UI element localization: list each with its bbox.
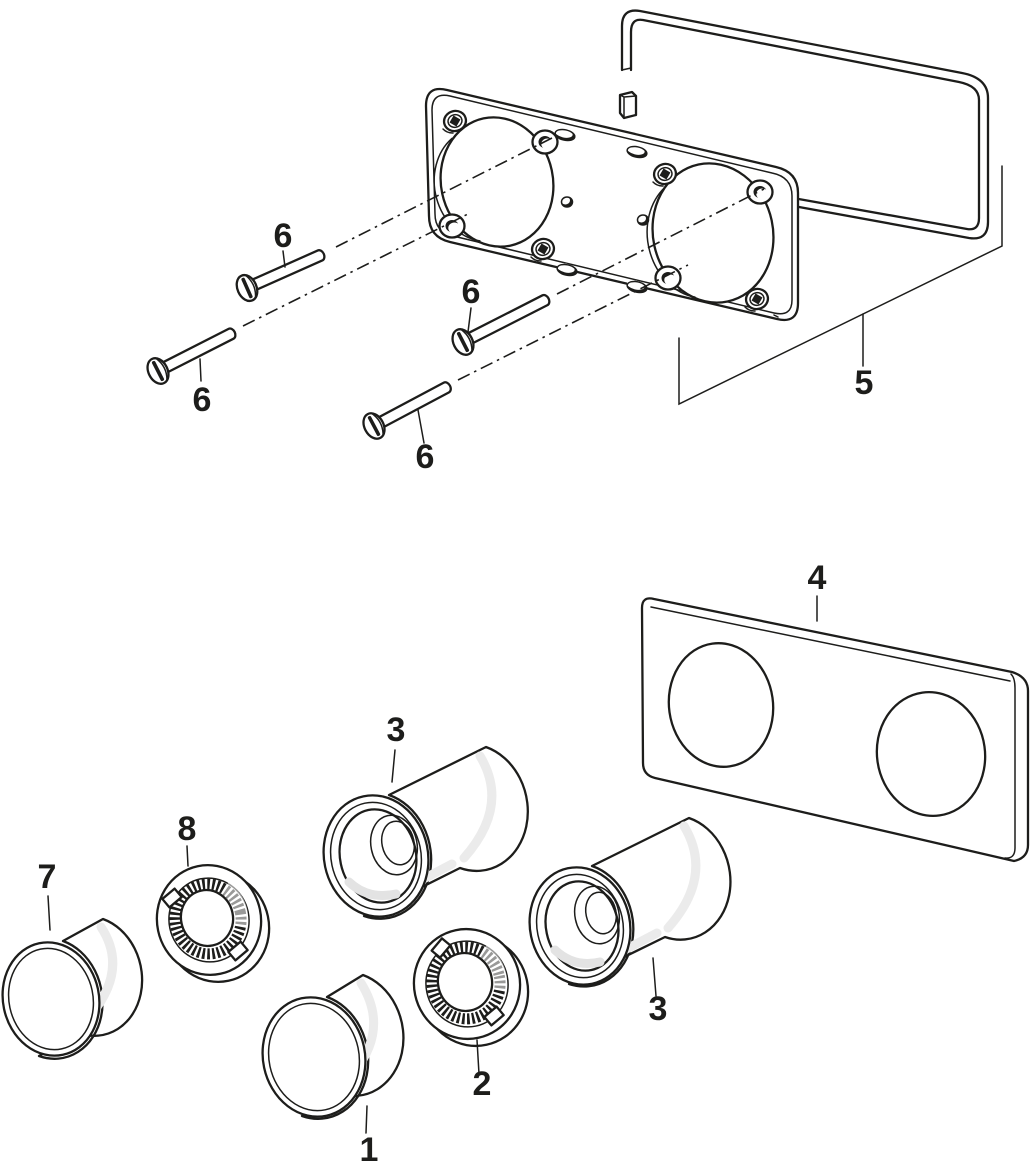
assembly-axes [242,137,765,381]
callout-2: 2 [473,1065,492,1103]
bracket-5 [678,165,1003,406]
callout-8: 8 [178,810,197,848]
part-screw-a [235,249,326,303]
part-ring-nut-8 [155,863,271,984]
callout-6d: 6 [416,438,435,476]
part-screw-c [451,293,551,356]
callout-4: 4 [808,559,827,597]
pin-hole [636,214,650,226]
callout-3b: 3 [649,990,668,1028]
boss-screw [442,109,468,134]
callout-6c: 6 [462,273,481,311]
part-ring-nut-2 [412,927,530,1048]
pin-hole [560,196,574,208]
callouts: 6 6 6 6 5 4 3 3 8 7 2 1 [38,217,874,1163]
part-cover-plate [640,597,1030,863]
mounting-plate [424,87,800,322]
screw-hole [746,179,774,205]
part-screw-b [146,327,237,385]
slot [626,145,648,159]
plate-opening-left [439,116,555,248]
boss-screw [744,287,770,312]
callout-6a: 6 [274,217,293,255]
callout-5: 5 [855,364,874,402]
slot [626,280,648,294]
callout-1: 1 [360,1131,379,1163]
callout-6b: 6 [193,381,212,419]
leader-lines [47,165,1003,1134]
cover-plate-hole-right [875,690,987,818]
boss-screw [652,162,678,187]
boss-screw [530,237,556,262]
slot [556,263,578,277]
callout-3a: 3 [387,711,406,749]
callout-7: 7 [38,858,57,896]
part-sleeve-b [528,816,732,988]
cover-plate-hole-left [667,642,775,768]
part-cap-1 [261,973,405,1120]
part-sleeve-a [322,745,529,920]
part-seal-frame [618,9,990,240]
part-screw-d [362,381,452,440]
screw-hole [654,265,682,291]
slot [554,128,576,142]
screw-hole [438,213,466,239]
part-cap-7 [1,917,144,1060]
